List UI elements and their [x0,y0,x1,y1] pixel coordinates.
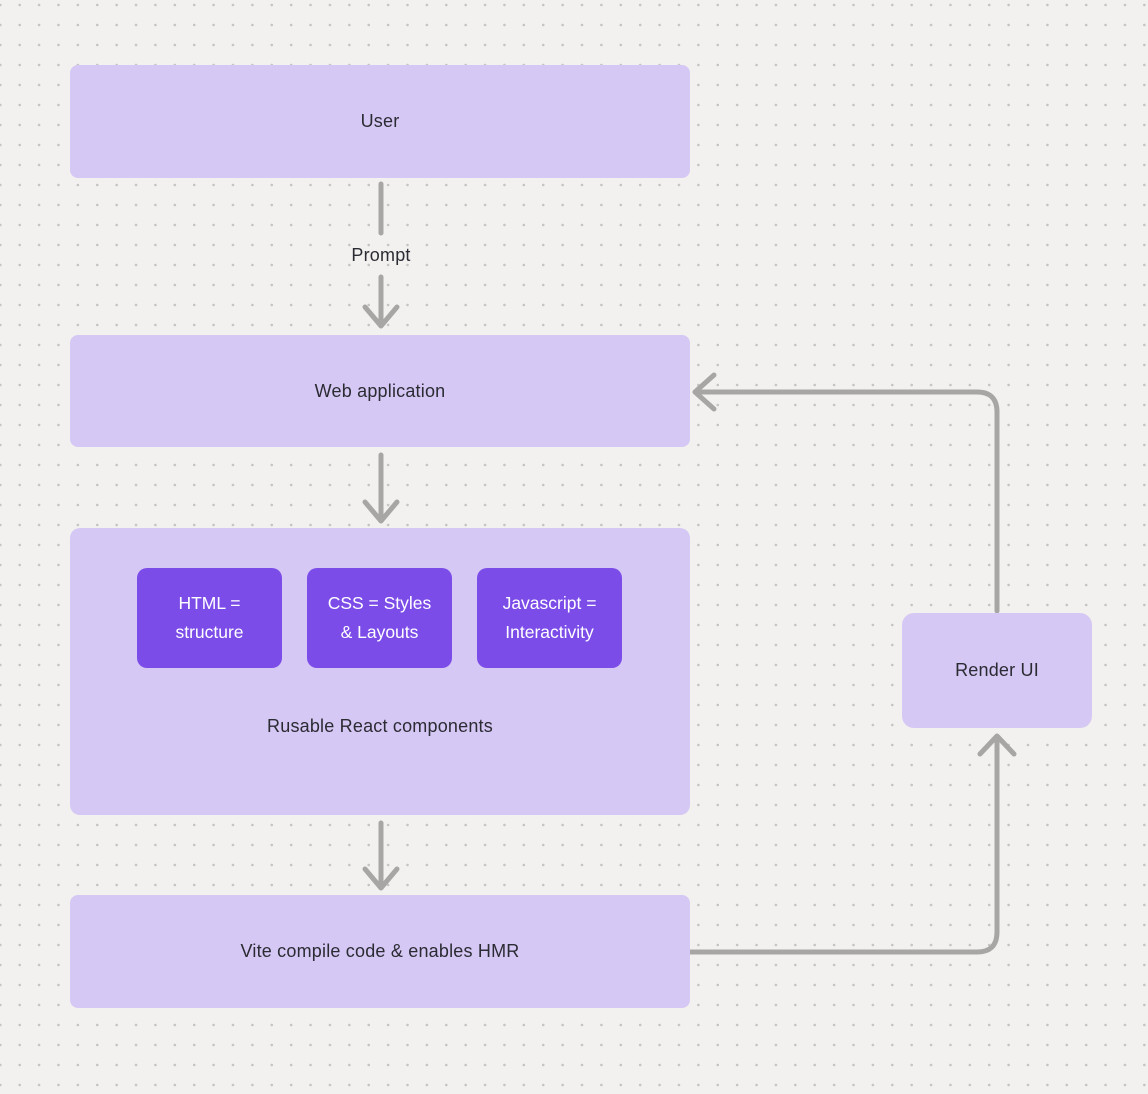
node-render-ui-label: Render UI [955,660,1039,680]
node-web-application-label: Web application [314,380,446,401]
edge-vite-to-render-arrowhead-icon [977,733,1017,757]
node-vite-label: Vite compile code & enables HMR [240,941,520,961]
node-html[interactable]: HTML = structure [137,568,282,668]
node-css[interactable]: CSS = Styles & Layouts [307,568,452,668]
edge-components-to-vite-arrowhead-icon [362,866,400,891]
node-user-label: User [360,111,400,131]
node-render-ui[interactable]: Render UI [902,613,1092,728]
node-css-label-line2: & Layouts [340,622,419,642]
node-vite[interactable]: Vite compile code & enables HMR [70,895,690,1008]
node-javascript-label-line1: Javascript = [502,593,597,613]
edge-web-to-components-arrowhead-icon [362,499,400,524]
node-web-application[interactable]: Web application [70,335,690,447]
node-html-label-line2: structure [175,622,244,642]
node-css-label-line1: CSS = Styles [327,593,432,613]
node-javascript-label-line2: Interactivity [505,622,594,642]
node-javascript[interactable]: Javascript = Interactivity [477,568,622,668]
edge-label-prompt: Prompt [351,245,411,265]
edge-vite-to-render [687,738,1000,955]
node-html-label-line1: HTML = [178,593,241,613]
components-group-label: Rusable React components [267,716,493,736]
edge-render-to-web [698,389,1000,614]
node-user[interactable]: User [70,65,690,178]
edge-user-to-web-arrowhead-icon [362,304,400,329]
edge-render-to-web-arrowhead-icon [692,372,717,412]
